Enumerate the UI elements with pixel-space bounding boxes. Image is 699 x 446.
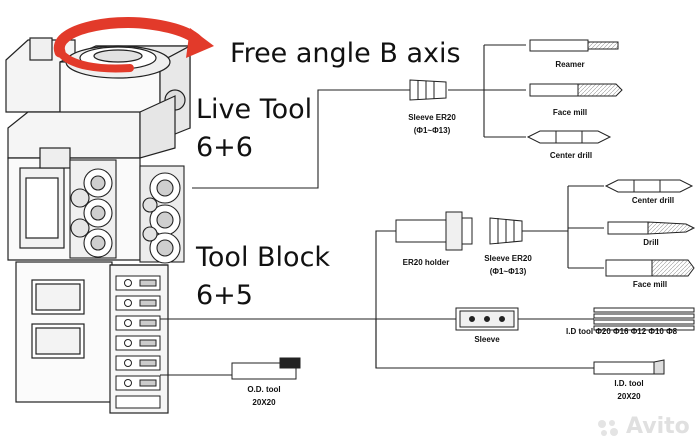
sleeve-er20-part-top	[409, 79, 447, 101]
center-drill-tool-bottom	[604, 179, 694, 193]
face-mill-label-top: Face mill	[552, 108, 588, 117]
id-tool-size: 20X20	[617, 392, 641, 401]
center-drill-tool-top	[526, 130, 612, 144]
sleeve-er20-range-top: (Φ1~Φ13)	[413, 126, 451, 135]
reamer-label: Reamer	[555, 60, 585, 69]
tool-block-heading: Tool Block	[196, 242, 331, 273]
id-tool-sizes-label: I.D tool Φ20 Φ16 Φ12 Φ10 Φ8	[566, 327, 678, 336]
tool-block-count: 6+5	[196, 280, 253, 311]
sleeve-er20-range-bottom: (Φ1~Φ13)	[489, 267, 527, 276]
drill-label: Drill	[643, 238, 659, 247]
live-tool-heading: Live Tool	[196, 94, 313, 125]
rotation-arrow	[53, 16, 214, 73]
face-mill-label-bottom: Face mill	[632, 280, 668, 289]
id-tool-20x20	[593, 359, 665, 375]
id-tool-bars	[593, 307, 695, 331]
watermark: Avito	[626, 414, 690, 439]
sleeve-er20-label-bottom: Sleeve ER20	[484, 254, 532, 263]
watermark-dots-icon	[596, 418, 620, 438]
od-tool-size: 20X20	[252, 398, 276, 407]
face-mill-tool-top	[529, 83, 623, 97]
live-tool-turret-right	[139, 165, 185, 264]
center-drill-label-bottom: Center drill	[631, 196, 675, 205]
id-tool-label: I.D. tool	[614, 379, 644, 388]
drill-tool	[607, 221, 696, 235]
er20-holder-label: ER20 holder	[402, 258, 450, 267]
tool-block-stations	[115, 275, 161, 409]
od-tool-20x20	[231, 357, 301, 380]
sleeve-er20-label-top: Sleeve ER20	[408, 113, 456, 122]
sleeve-part	[455, 307, 519, 331]
connector-lines	[160, 44, 604, 376]
sleeve-er20-part-bottom	[489, 217, 523, 245]
reamer-tool	[529, 39, 619, 52]
er20-holder-part	[395, 211, 473, 251]
b-axis-heading: Free angle B axis	[230, 38, 461, 69]
center-drill-label-top: Center drill	[549, 151, 593, 160]
sleeve-part-label: Sleeve	[474, 335, 500, 344]
face-mill-tool-bottom	[605, 259, 695, 277]
live-tool-turret-left	[69, 159, 117, 259]
live-tool-count: 6+6	[196, 132, 253, 163]
od-tool-label: O.D. tool	[247, 385, 281, 394]
